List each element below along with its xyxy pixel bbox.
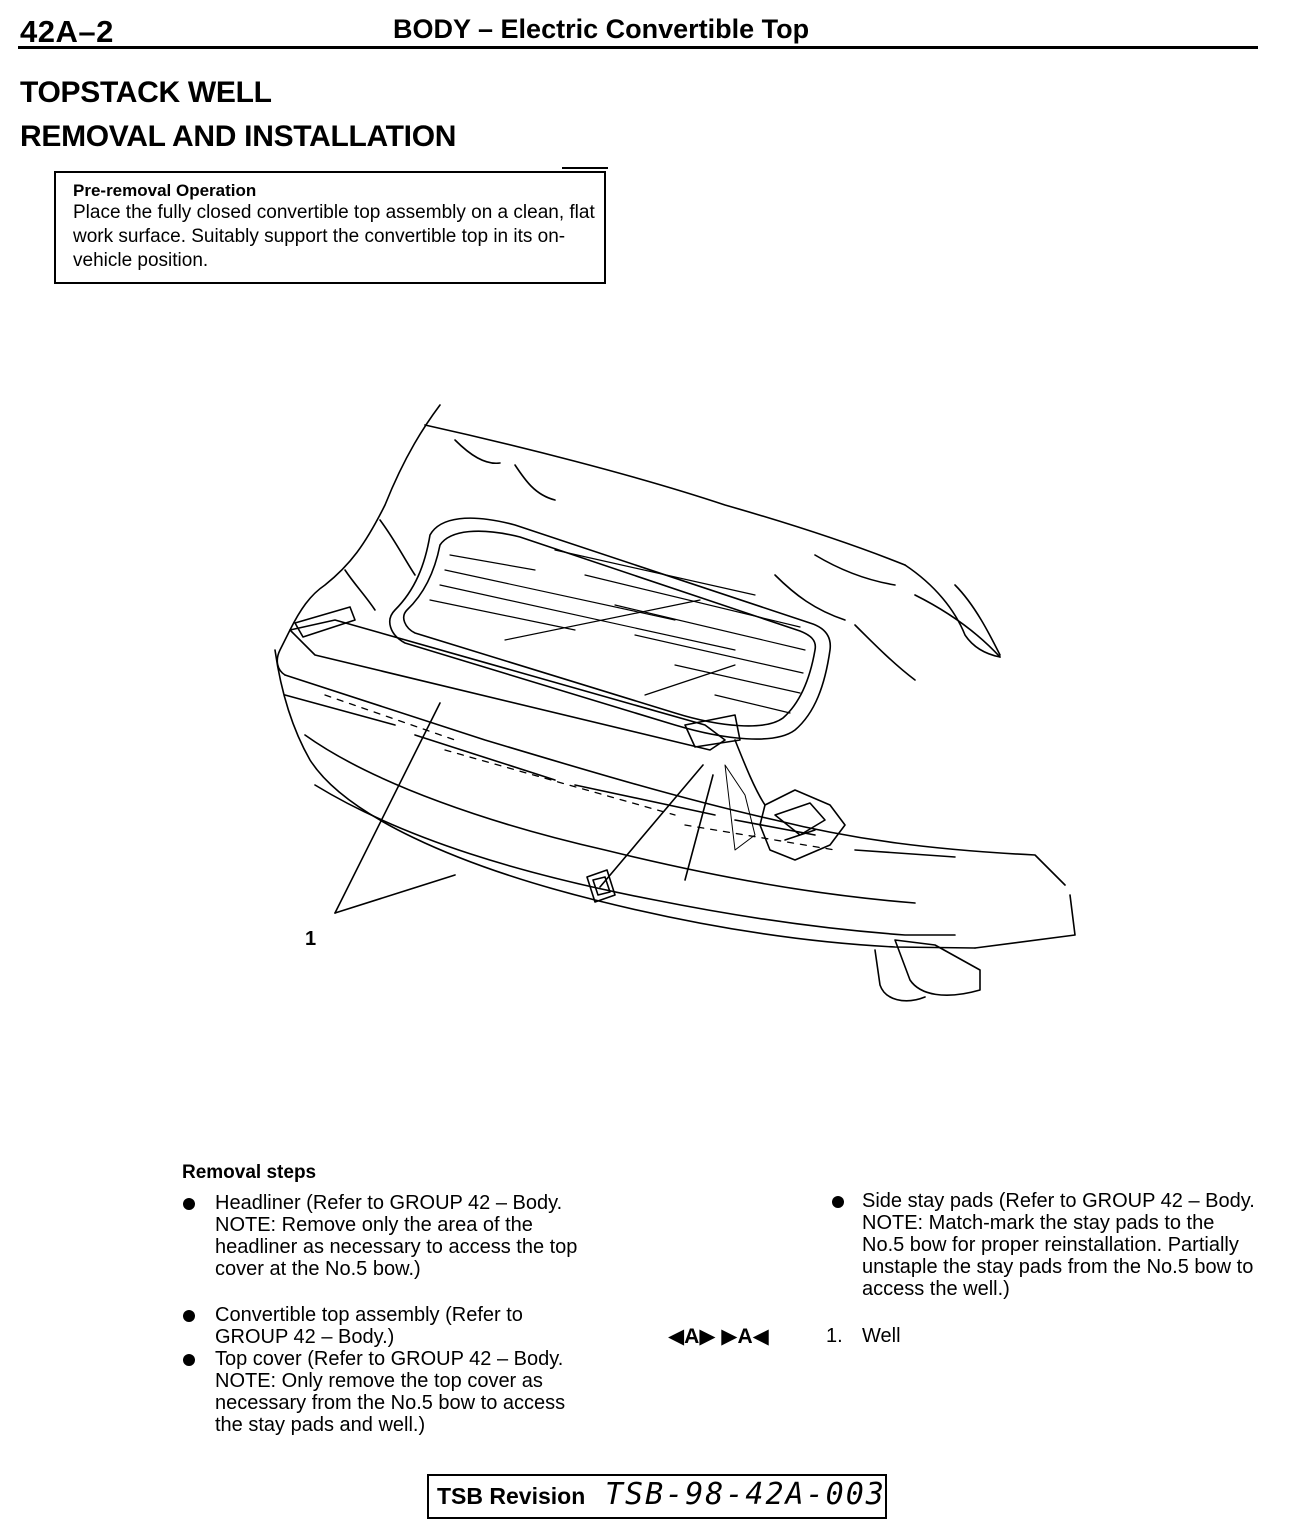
well-step-label: Well <box>862 1325 901 1347</box>
bow-rail <box>289 619 726 751</box>
rear-window <box>389 517 832 740</box>
fabric-outline <box>276 404 441 676</box>
well-step-number: 1. <box>826 1325 843 1347</box>
page-number: 42A–2 <box>20 14 114 49</box>
body-mid <box>304 734 916 904</box>
fabric-fold-4 <box>344 569 376 611</box>
hinge-bracket <box>759 789 846 861</box>
callout-label-1: 1 <box>305 928 317 950</box>
quarter-line <box>974 894 1076 949</box>
stay-pad-right <box>684 714 741 748</box>
section-title-topstack-well: TOPSTACK WELL <box>20 76 272 109</box>
fabric-fold-3 <box>379 519 416 576</box>
body-upper <box>284 674 1066 886</box>
fabric-fold-2 <box>514 464 556 501</box>
fabric-right-edge <box>904 564 1001 658</box>
step-top-cover: Top cover (Refer to GROUP 42 – Body. NOT… <box>215 1348 566 1436</box>
fabric-fold-9 <box>954 584 1001 656</box>
support-leg-detail <box>874 949 926 1002</box>
well-clip <box>586 869 616 903</box>
removal-steps-heading: Removal steps <box>182 1162 317 1183</box>
step-headliner: Headliner (Refer to GROUP 42 – Body. NOT… <box>215 1192 578 1280</box>
rear-window-inner <box>403 530 817 727</box>
tsb-revision-box <box>427 1474 887 1519</box>
stay-pad-left <box>294 606 356 638</box>
fabric-fold-8 <box>914 594 1001 658</box>
fabric-fold-1 <box>454 439 501 465</box>
pre-removal-body: Place the fully closed convertible top a… <box>73 202 595 271</box>
body-lower <box>314 784 956 936</box>
bullet-icon <box>183 1198 195 1210</box>
tsb-revision-label: TSB Revision <box>437 1483 586 1509</box>
seam-dashes <box>324 694 836 851</box>
callout-leaders <box>334 702 714 914</box>
bullet-icon <box>183 1310 195 1322</box>
trunk-lid-line <box>284 694 956 858</box>
pre-removal-title: Pre-removal Operation <box>73 181 257 200</box>
hinge-arm <box>734 739 766 806</box>
deck-edge <box>274 649 976 949</box>
step-side-stay-pads: Side stay pads (Refer to GROUP 42 – Body… <box>862 1190 1255 1300</box>
header-rule <box>18 46 1258 49</box>
tsb-revision-number: TSB-98-42A-003 <box>605 1477 886 1512</box>
installation-marks: ◀A▶ ▶A◀ <box>668 1325 769 1348</box>
step-convertible-top-assembly: Convertible top assembly (Refer to GROUP… <box>215 1304 523 1348</box>
support-leg <box>894 939 981 996</box>
well-clip-inner <box>592 876 611 896</box>
pre-removal-box-top-rule <box>562 167 608 169</box>
pre-removal-box: Pre-removal Operation Place the fully cl… <box>54 171 606 284</box>
defroster-lines <box>429 549 806 714</box>
section-title-removal-installation: REMOVAL AND INSTALLATION <box>20 120 457 153</box>
hinge-detail <box>774 802 826 841</box>
fabric-fold-7 <box>854 624 916 681</box>
bullet-icon <box>183 1354 195 1366</box>
topstack-well-diagram <box>274 404 1076 1002</box>
fabric-top-edge <box>424 424 906 566</box>
bullet-icon <box>832 1196 844 1208</box>
fabric-fold-6 <box>774 574 846 621</box>
shadow-wedge <box>724 764 756 851</box>
fabric-fold-5 <box>814 554 896 586</box>
header-title: BODY – Electric Convertible Top <box>393 14 810 44</box>
